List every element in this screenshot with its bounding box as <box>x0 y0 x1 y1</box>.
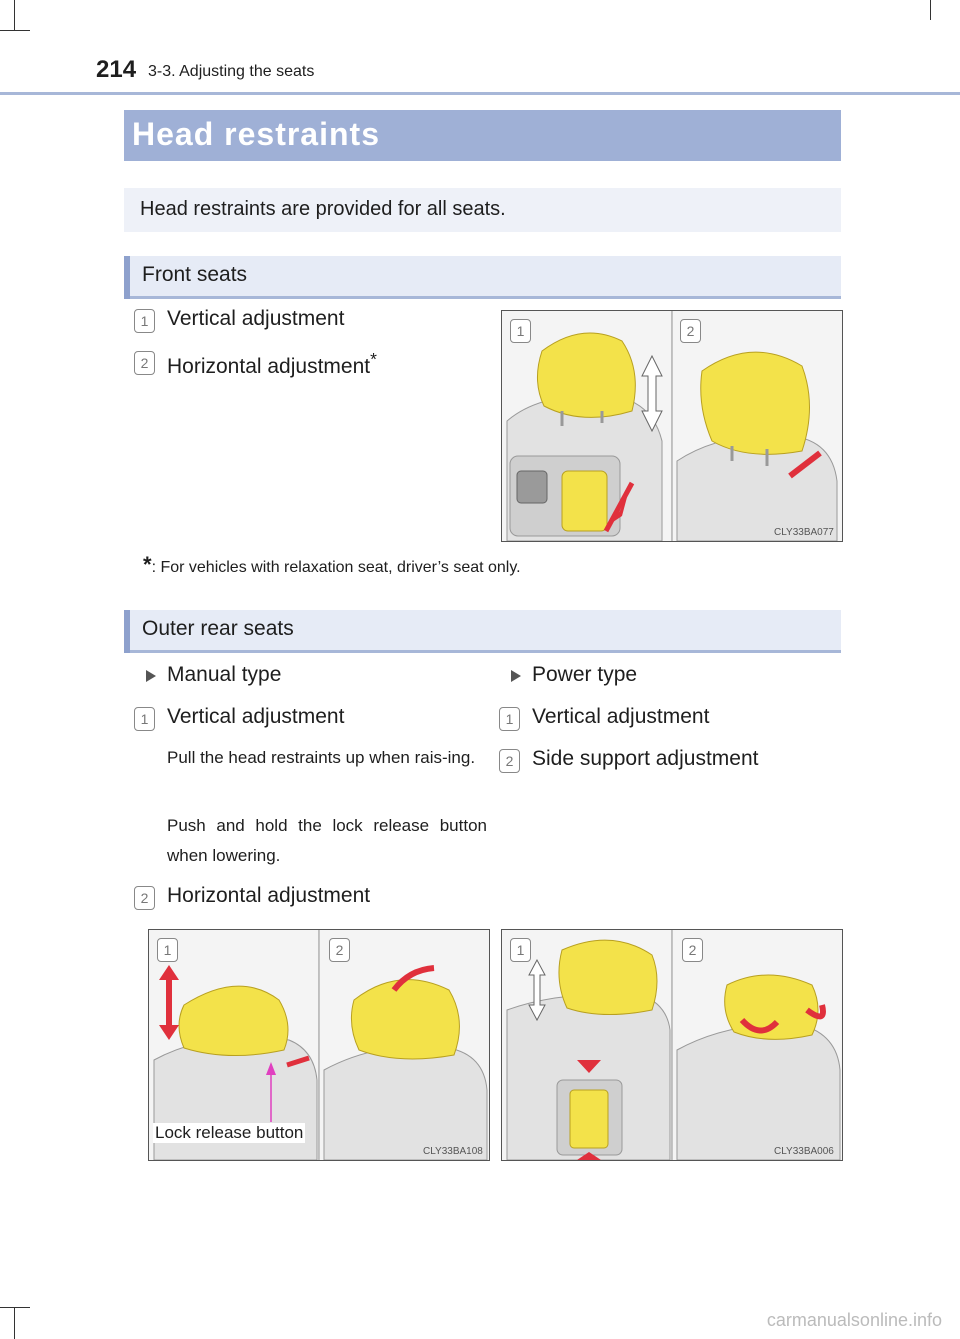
power-item-side-support: Side support adjustment <box>532 747 759 770</box>
triangle-bullet-icon <box>146 670 156 682</box>
figure-callout: 1 <box>510 938 531 962</box>
power-item-vertical: Vertical adjustment <box>532 705 710 728</box>
power-rear-figure: 1 2 CLY33BA006 <box>501 929 843 1161</box>
front-item-horizontal: Horizontal adjustment* <box>167 349 377 379</box>
outer-rear-seats-heading-text: Outer rear seats <box>142 617 294 640</box>
callout-number: 2 <box>134 351 155 375</box>
crop-mark <box>14 1307 15 1339</box>
page-title: Head restraints <box>132 116 380 152</box>
figure-callout: 1 <box>157 938 178 962</box>
intro-box: Head restraints are provided for all sea… <box>124 188 841 232</box>
manual-rear-figure: 1 2 Lock release button CLY33BA108 <box>148 929 490 1161</box>
footnote-mark: * <box>143 552 152 577</box>
figure-code: CLY33BA077 <box>774 527 834 538</box>
power-type-label: Power type <box>532 663 638 686</box>
intro-text: Head restraints are provided for all sea… <box>140 198 506 220</box>
chapter-title: 3-3. Adjusting the seats <box>148 63 315 80</box>
callout-number: 2 <box>499 749 520 773</box>
crop-mark <box>0 1307 30 1308</box>
callout-number: 1 <box>134 707 155 731</box>
manual-item-vertical: Vertical adjustment <box>167 705 345 728</box>
outer-rear-seats-heading: Outer rear seats <box>124 610 841 653</box>
front-item-horizontal-label: Horizontal adjustment <box>167 355 371 378</box>
front-seats-illustration <box>502 311 842 541</box>
front-item-vertical: Vertical adjustment <box>167 307 345 330</box>
figure-code: CLY33BA006 <box>774 1146 834 1157</box>
crop-mark <box>930 0 931 20</box>
front-seats-heading: Front seats <box>124 256 841 299</box>
manual-item-horizontal: Horizontal adjustment <box>167 884 371 907</box>
front-seats-heading-text: Front seats <box>142 263 248 286</box>
front-seats-figure: 1 2 CLY33BA077 <box>501 310 843 542</box>
callout-number: 1 <box>499 707 520 731</box>
manual-type-label: Manual type <box>167 663 282 686</box>
footnote-text: : For vehicles with relaxation seat, dri… <box>151 559 521 576</box>
power-rear-illustration <box>502 930 842 1160</box>
crop-mark <box>14 0 15 30</box>
callout-number: 2 <box>134 886 155 910</box>
callout-number: 1 <box>134 309 155 333</box>
figure-callout: 2 <box>682 938 703 962</box>
page-number: 214 <box>96 56 137 83</box>
watermark: carmanualsonline.info <box>766 1310 942 1330</box>
lock-release-button-label: Lock release button <box>153 1123 306 1143</box>
footnote: *: For vehicles with relaxation seat, dr… <box>143 552 521 578</box>
manual-instruction-lower: Push and hold the lock release button wh… <box>167 816 487 865</box>
triangle-bullet-icon <box>511 670 521 682</box>
section-title-bar: Head restraints <box>124 110 841 161</box>
figure-callout: 2 <box>680 319 701 343</box>
manual-instruction-raise: Pull the head restraints up when rais-in… <box>167 748 476 767</box>
header-rule <box>0 92 960 95</box>
figure-callout: 1 <box>510 319 531 343</box>
asterisk-mark: * <box>370 349 377 369</box>
figure-code: CLY33BA108 <box>423 1146 483 1157</box>
crop-mark <box>0 30 30 31</box>
figure-callout: 2 <box>329 938 350 962</box>
